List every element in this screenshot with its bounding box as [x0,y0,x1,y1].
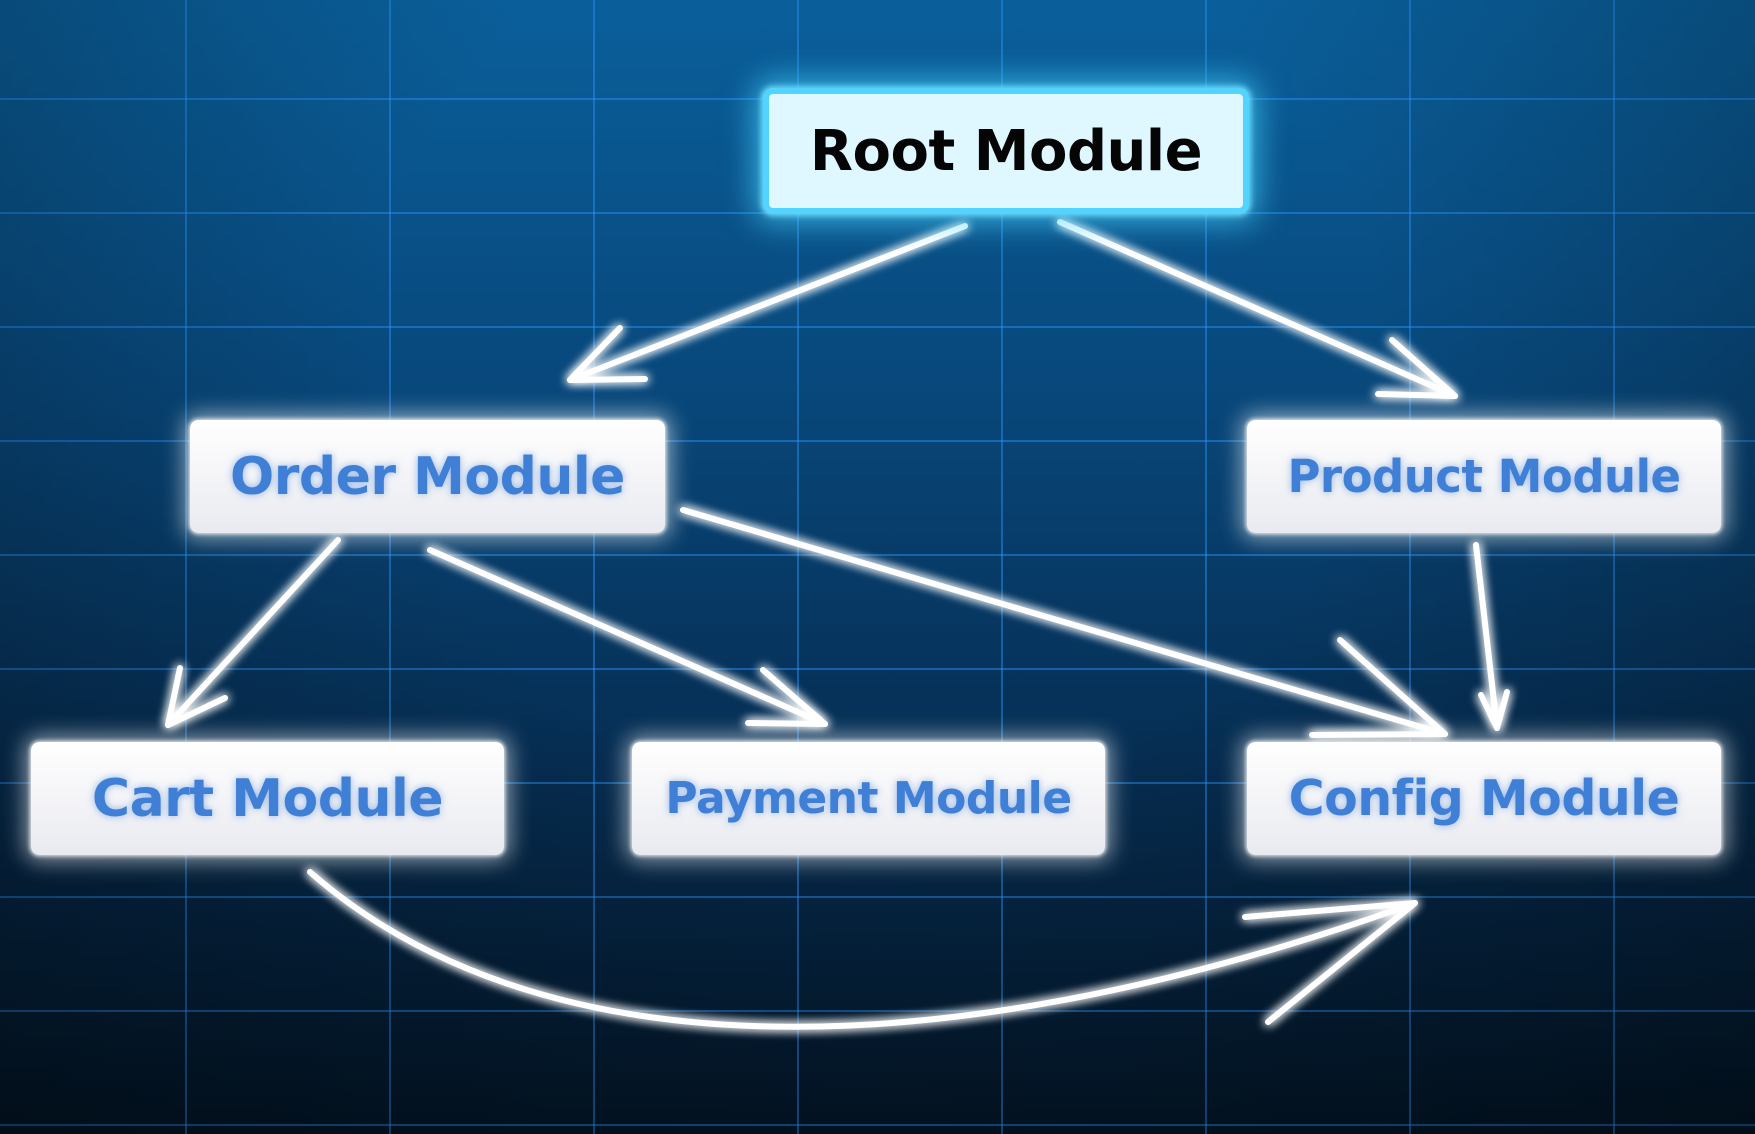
arrow-cart-to-config [307,869,1418,1030]
cart-module-label: Cart Module [91,768,444,829]
arrow-order-to-config [680,507,1448,738]
arrow-root-to-product [1057,219,1458,399]
arrow-product-to-config [1473,542,1510,731]
root-module-label: Root Module [809,118,1203,184]
product-module-node[interactable]: Product Module [1247,420,1721,533]
arrow-order-to-payment [427,547,828,727]
config-module-label: Config Module [1288,770,1680,827]
arrow-order-to-cart [165,537,341,728]
config-module-node[interactable]: Config Module [1247,742,1721,855]
order-module-node[interactable]: Order Module [190,420,665,533]
product-module-label: Product Module [1287,450,1681,503]
order-module-label: Order Module [230,446,625,507]
root-module-node[interactable]: Root Module [763,88,1249,214]
payment-module-label: Payment Module [665,773,1072,824]
arrow-root-to-order [567,223,968,383]
payment-module-node[interactable]: Payment Module [632,742,1105,855]
cart-module-node[interactable]: Cart Module [31,742,504,855]
